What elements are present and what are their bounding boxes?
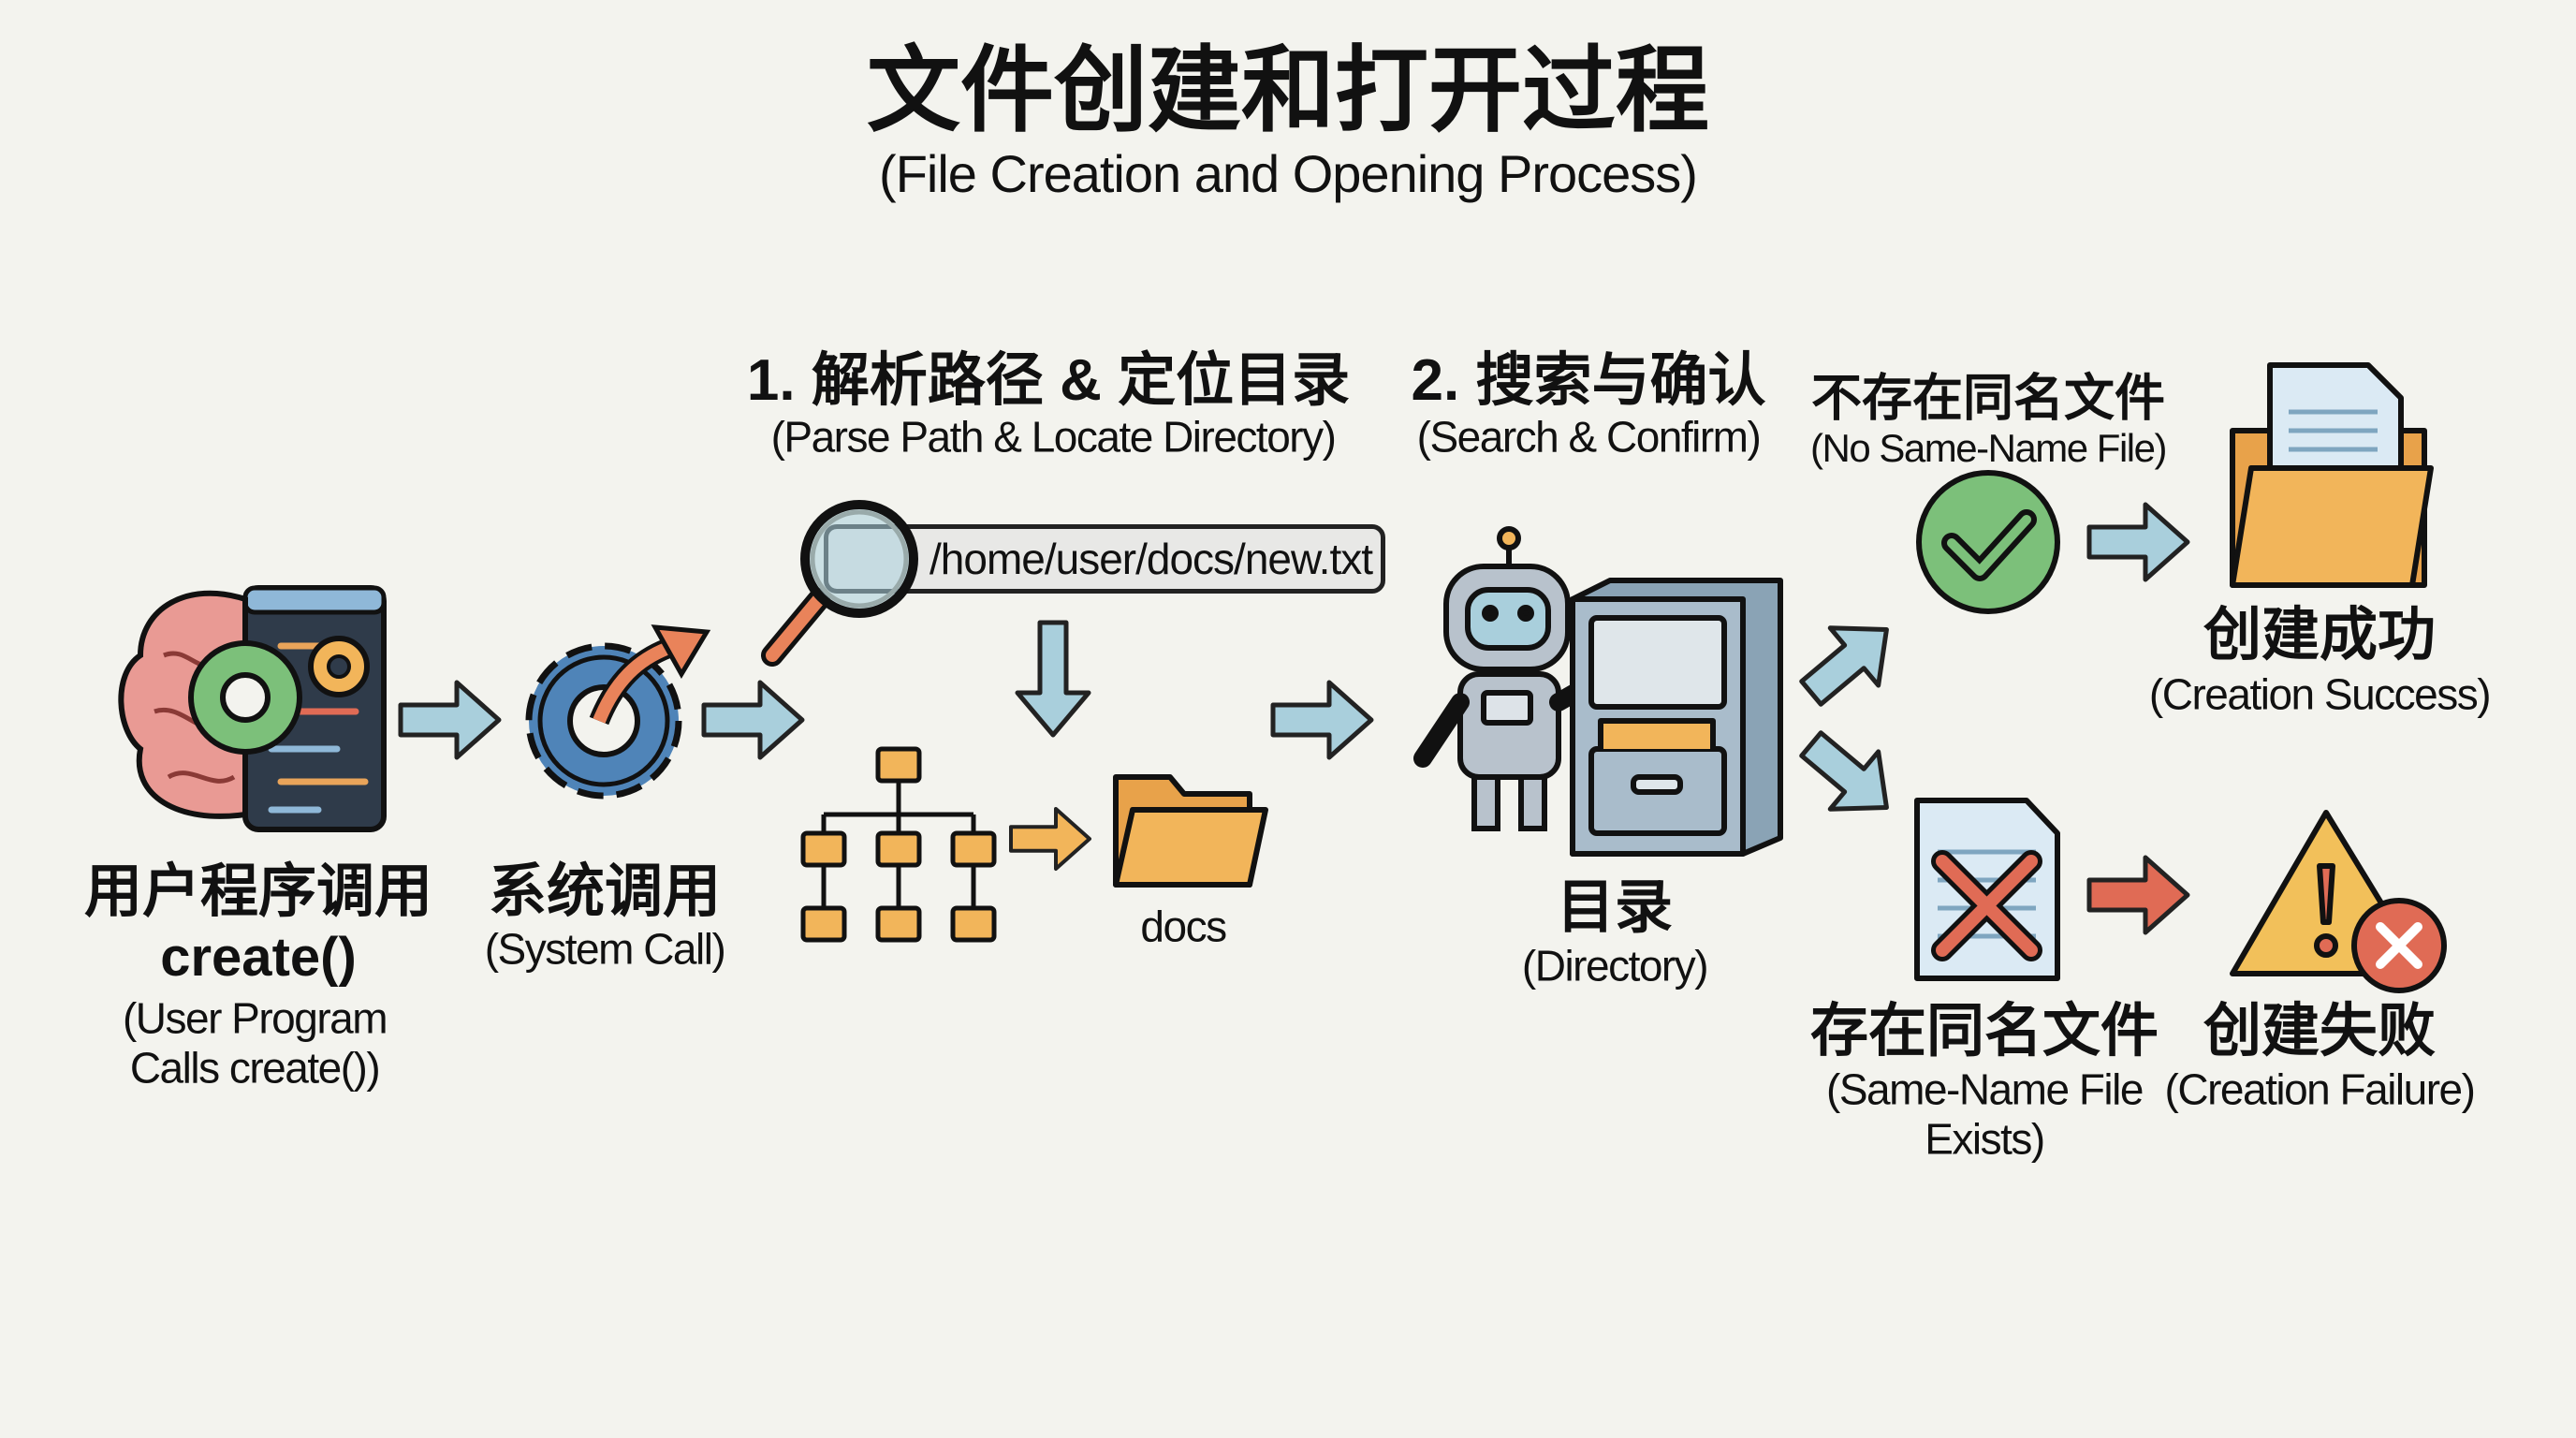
step1-title: 1. 解析路径 & 定位目录 [746, 347, 1351, 413]
same-name-en-1: (Same-Name File [1826, 1064, 2144, 1114]
success-en: (Creation Success) [2148, 669, 2492, 719]
down-arrow-icon [1015, 620, 1091, 738]
magnifier-icon [761, 588, 830, 667]
page-title: 文件创建和打开过程 [867, 38, 1709, 143]
failure-label: 创建失败 [2203, 998, 2437, 1064]
arrow-icon [2089, 505, 2188, 580]
check-circle-icon [1916, 470, 2060, 614]
arrow-icon [704, 682, 802, 757]
directory-label: 目录 [1556, 874, 1674, 940]
arrow-icon [2089, 858, 2188, 932]
user-program-label: 用户程序调用 [83, 858, 433, 924]
same-name-en-2: Exists) [1925, 1114, 2045, 1164]
no-same-name-en: (No Same-Name File) [1810, 425, 2167, 470]
arrow-icon [1273, 682, 1371, 757]
robot-icon [1413, 526, 1637, 831]
success-label: 创建成功 [2203, 602, 2437, 668]
directory-en: (Directory) [1521, 941, 1709, 990]
docs-folder-label: docs [1140, 902, 1227, 951]
magnifier-lens-icon [800, 500, 918, 618]
arrow-icon [401, 682, 499, 757]
document-x-icon [1914, 798, 2060, 981]
system-call-en: (System Call) [484, 924, 726, 974]
folder-document-icon [2230, 362, 2434, 588]
no-same-name-label: 不存在同名文件 [1811, 370, 2165, 427]
tree-icon [800, 746, 997, 943]
arrow-up-right-icon [1787, 601, 1910, 722]
step1-subtitle: (Parse Path & Locate Directory) [770, 412, 1337, 462]
system-call-label: 系统调用 [488, 858, 722, 924]
user-program-en-2: Calls create()) [129, 1043, 381, 1093]
arrow-down-right-icon [1787, 715, 1910, 836]
path-input-display: /home/user/docs/new.txt [824, 524, 1385, 594]
failure-en: (Creation Failure) [2164, 1064, 2476, 1114]
page-subtitle: (File Creation and Opening Process) [879, 144, 1698, 204]
create-call-label: create() [160, 927, 357, 989]
gear-icon [525, 624, 711, 800]
step2-title: 2. 搜索与确认 [1411, 347, 1766, 413]
filing-cabinet-icon [1570, 578, 1783, 857]
arrow-icon [1011, 809, 1090, 869]
folder-icon [1113, 774, 1268, 888]
brain-code-icon [118, 585, 387, 832]
same-name-label: 存在同名文件 [1809, 998, 2159, 1064]
step2-subtitle: (Search & Confirm) [1416, 412, 1762, 462]
warning-icon [2230, 810, 2447, 993]
user-program-en-1: (User Program [122, 993, 388, 1043]
